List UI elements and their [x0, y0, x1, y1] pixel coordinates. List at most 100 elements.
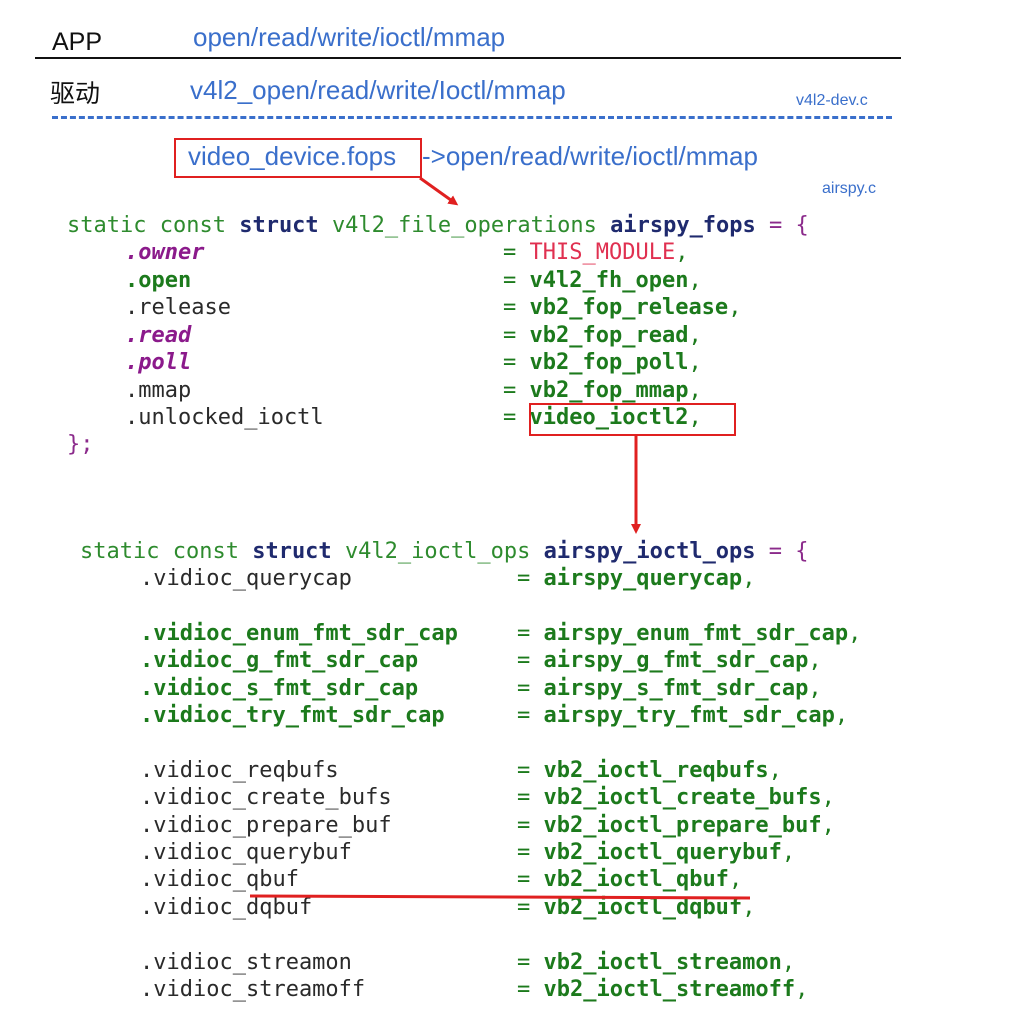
fops-rest-text: ->open/read/write/ioctl/mmap: [422, 141, 758, 171]
ioctl-equals: =: [517, 648, 531, 673]
fops-row: .unlocked_ioctl: [125, 404, 324, 431]
ioctl-struct-header: static const struct v4l2_ioctl_ops airsp…: [80, 538, 809, 565]
ioctl-row: .vidioc_enum_fmt_sdr_cap: [140, 620, 458, 647]
fops-equals: =: [503, 267, 517, 293]
ioctl-comma: ,: [742, 895, 756, 920]
ioctl-field: .vidioc_try_fmt_sdr_cap: [140, 703, 445, 728]
ioctl-field: .vidioc_prepare_buf: [140, 813, 392, 838]
fops-comma: ,: [688, 377, 702, 403]
fops-struct-header: static const struct v4l2_file_operations…: [67, 212, 809, 239]
fops-field: .mmap: [125, 377, 192, 403]
ioctl-value: airspy_s_fmt_sdr_cap: [543, 676, 809, 701]
ioctl-field: .vidioc_s_fmt_sdr_cap: [140, 676, 419, 701]
ioctl-field: .vidioc_reqbufs: [140, 758, 339, 783]
ioctl-assignment: = vb2_ioctl_streamoff,: [517, 976, 808, 1003]
ioctl-comma: ,: [821, 785, 835, 810]
ioctl-comma: ,: [742, 566, 756, 591]
fops-row: .release: [125, 294, 231, 321]
fops-assignment: = THIS_MODULE,: [503, 239, 688, 266]
ioctl-type: v4l2_ioctl_ops: [344, 539, 531, 564]
airspy-source-file: airspy.c: [822, 180, 876, 197]
ioctl-field: .vidioc_streamon: [140, 950, 352, 975]
ioctl-comma: ,: [781, 840, 796, 865]
ioctl-comma: ,: [728, 867, 743, 892]
ioctl-equals: =: [517, 758, 531, 783]
ioctl-comma: ,: [768, 758, 782, 783]
fops-assignment: = video_ioctl2,: [503, 404, 702, 431]
fops-equals: =: [503, 377, 517, 403]
ioctl-row: .vidioc_prepare_buf: [140, 812, 392, 839]
fops-comma: ,: [688, 267, 702, 293]
fops-field: .owner: [125, 240, 205, 265]
ioctl-equals: =: [517, 977, 531, 1002]
fops-assignment: = v4l2_fh_open,: [503, 267, 702, 294]
ioctl-row: .vidioc_create_bufs: [140, 784, 392, 811]
ioctl-row: .vidioc_querybuf: [140, 839, 352, 866]
ioctl-value: vb2_ioctl_streamon: [543, 950, 782, 975]
ioctl-equals: =: [517, 566, 531, 591]
fops-field: .release: [125, 295, 231, 320]
ioctl-value: vb2_ioctl_create_bufs: [543, 785, 822, 810]
ioctl-row: .vidioc_s_fmt_sdr_cap: [140, 675, 418, 702]
ioctl-row: .vidioc_qbuf: [140, 866, 299, 893]
fops-highlight-box: [174, 138, 422, 178]
fops-comma: ,: [688, 405, 702, 430]
fops-value: vb2_fop_release: [529, 295, 729, 320]
ioctl-value: vb2_ioctl_reqbufs: [543, 758, 769, 783]
fops-field: .unlocked_ioctl: [125, 405, 324, 430]
fops-assignment: = vb2_fop_mmap,: [503, 377, 702, 404]
ioctl-value: airspy_enum_fmt_sdr_cap: [543, 621, 849, 646]
fops-assignment: = vb2_fop_release,: [503, 294, 741, 321]
fops-value: video_ioctl2: [529, 405, 689, 430]
fops-field: .poll: [125, 350, 192, 375]
fops-row: .open: [125, 267, 191, 294]
fops-equals: =: [503, 240, 517, 265]
app-layer-label: APP: [52, 28, 103, 56]
ioctl-equals: =: [517, 895, 531, 920]
ioctl-assignment: = airspy_querycap,: [517, 565, 755, 592]
fops-field: .read: [125, 322, 192, 348]
fops-arrow: [419, 176, 459, 206]
ioctl-assignment: = airspy_try_fmt_sdr_cap,: [517, 702, 848, 729]
ioctl-open-brace: = {: [755, 539, 809, 564]
ioctl-assignment: = airspy_enum_fmt_sdr_cap,: [517, 620, 861, 647]
fops-comma: ,: [688, 350, 702, 375]
ioctl-equals: =: [517, 950, 531, 975]
ioctl-row: .vidioc_try_fmt_sdr_cap: [140, 702, 445, 729]
ioctl-assignment: = vb2_ioctl_qbuf,: [517, 866, 742, 893]
fops-comma: ,: [728, 295, 742, 320]
ioctl-equals: =: [517, 676, 531, 701]
ioctl-equals: =: [517, 785, 531, 810]
ioctl-equals: =: [517, 703, 531, 728]
ioctl-assignment: = vb2_ioctl_streamon,: [517, 949, 795, 976]
ioctl-field: .vidioc_querybuf: [140, 840, 352, 865]
fops-row: .poll: [125, 349, 191, 376]
ioctl-comma: ,: [781, 950, 796, 975]
ioctl-equals: =: [517, 621, 531, 646]
fops-name: airspy_fops: [610, 213, 756, 238]
fops-row: .mmap: [125, 377, 191, 404]
ioctl-name: airspy_ioctl_ops: [543, 539, 756, 564]
ioctl-value: vb2_ioctl_streamoff: [543, 977, 796, 1002]
ioctl-value: airspy_g_fmt_sdr_cap: [543, 648, 809, 673]
fops-equals: =: [503, 322, 517, 348]
ioctl-comma: ,: [848, 621, 862, 646]
ioctl-value: airspy_try_fmt_sdr_cap: [543, 703, 835, 728]
fops-equals: =: [503, 295, 517, 320]
ioctl-value: vb2_ioctl_querybuf: [543, 840, 782, 865]
fops-open-brace: = {: [755, 213, 809, 238]
driver-layer-label: 驱动: [50, 80, 101, 108]
ioctl-field: .vidioc_dqbuf: [140, 895, 313, 920]
video-ioctl2-highlight-box: [529, 403, 736, 436]
ioctl-assignment: = vb2_ioctl_prepare_buf,: [517, 812, 835, 839]
ioctl-assignment: = vb2_ioctl_create_bufs,: [517, 784, 835, 811]
app-driver-divider: [35, 57, 901, 59]
dashed-divider: [52, 116, 892, 119]
fops-kw-struct: struct: [239, 213, 319, 238]
ioctl-kw-struct: struct: [252, 539, 332, 564]
ioctl-field: .vidioc_qbuf: [140, 867, 299, 892]
fops-equals: =: [503, 350, 517, 375]
fops-equals: =: [503, 405, 517, 430]
ioctl-row: .vidioc_querycap: [140, 565, 352, 592]
